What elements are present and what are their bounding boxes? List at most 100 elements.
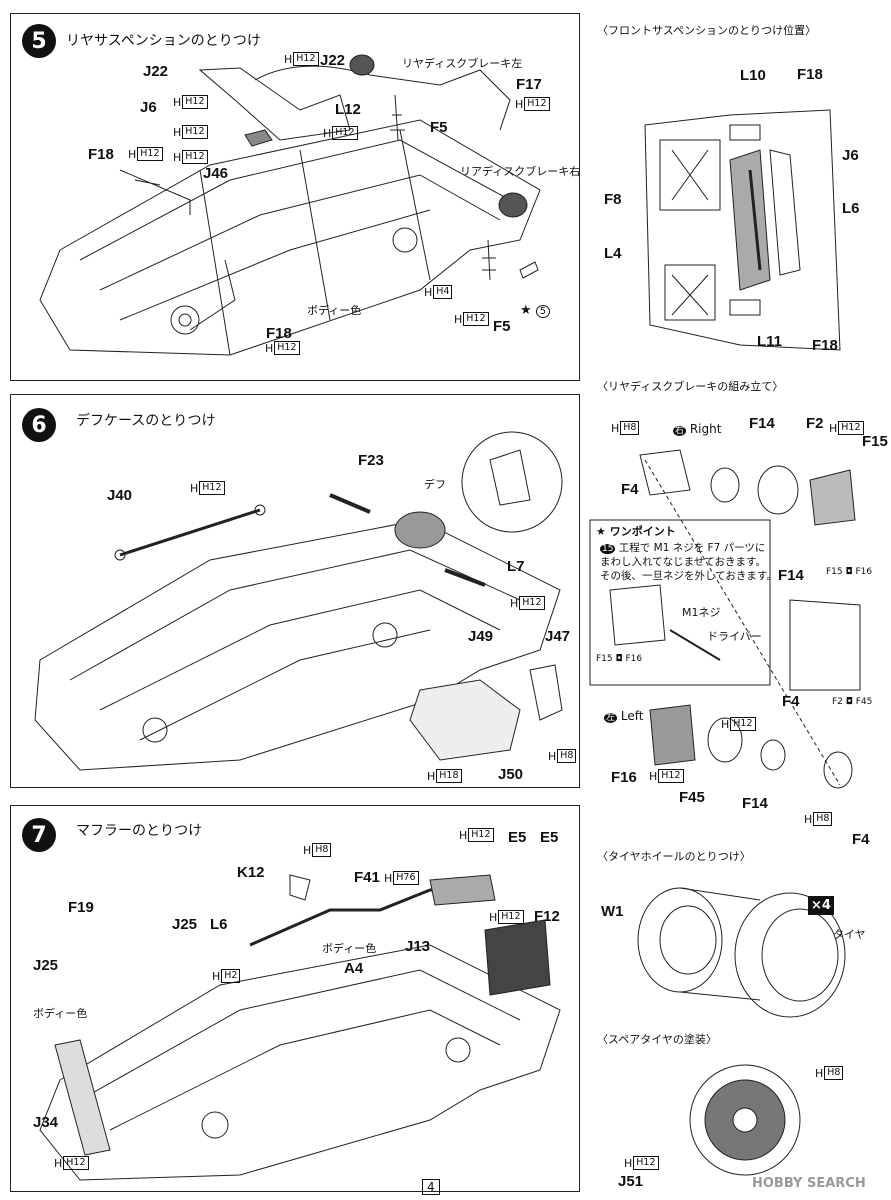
one-point-line3: その後、一旦ネジを外しておきます。 — [600, 570, 777, 582]
step-5-badge: 5 — [22, 24, 56, 58]
label-f19: F19 — [68, 899, 94, 916]
right-mark: 右 — [673, 426, 687, 436]
label-f5-a: F5 — [430, 119, 448, 136]
note-rear-disc-right: リアディスクブレーキ右 — [460, 165, 581, 178]
step-6-badge: 6 — [22, 408, 56, 442]
step-5-title: リヤサスペンションのとりつけ — [66, 33, 261, 49]
one-point-text: ワンポイント — [609, 525, 676, 538]
star-circled5: ★ 5 — [520, 303, 551, 318]
label-f2-d: F2 — [806, 415, 824, 432]
label-f45-d: F45 — [679, 789, 705, 806]
label-l10: L10 — [740, 67, 766, 84]
label-e5-a: E5 — [508, 829, 527, 846]
section-front-susp: 〈フロントサスペンションのとりつけ位置〉 — [597, 24, 817, 37]
label-k12: K12 — [237, 864, 265, 881]
label-j22-b: J22 — [320, 52, 346, 69]
label-f4-d2: F4 — [782, 693, 800, 710]
step-7-title: マフラーのとりつけ — [76, 823, 203, 839]
label-a4: A4 — [344, 960, 364, 977]
mini-f15-a: F15 — [596, 654, 613, 664]
section-tire-wheel: 〈タイヤホイールのとりつけ〉 — [597, 850, 751, 863]
circled5-text: 5 — [535, 305, 551, 318]
label-l12: L12 — [335, 101, 361, 118]
label-f18-f1: F18 — [797, 66, 823, 83]
label-l6-f: L6 — [842, 200, 860, 217]
label-j6: J6 — [140, 99, 157, 116]
note-driver: ドライバー — [707, 630, 762, 643]
left-text: Left — [620, 709, 644, 723]
mini-f16-b: F16 — [855, 567, 873, 577]
label-f41: F41 — [354, 869, 380, 886]
note-tire: タイヤ — [833, 928, 866, 941]
label-j25-b: J25 — [33, 957, 59, 974]
label-j47: J47 — [545, 628, 571, 645]
note-diff: デフ — [424, 478, 446, 491]
section-spare-tire: 〈スペアタイヤの塗装〉 — [597, 1033, 717, 1046]
label-right: 右 Right — [673, 422, 721, 436]
label-f17: F17 — [516, 76, 542, 93]
label-j25-a: J25 — [172, 916, 198, 933]
mini-f2-f45: F2 ◘ F45 — [832, 697, 873, 707]
label-f16-d: F16 — [611, 769, 637, 786]
label-l4: L4 — [604, 245, 622, 262]
label-j51: J51 — [618, 1173, 644, 1190]
step-7-badge: 7 — [22, 818, 56, 852]
one-point-line1: 15 工程で M1 ネジを F7 パーツに — [600, 540, 765, 555]
one-point-line1-text: 工程で M1 ネジを F7 パーツに — [618, 542, 766, 554]
times4-badge: ×4 — [808, 896, 834, 915]
one-point-title: ★ ワンポイント — [596, 525, 676, 538]
label-j46: J46 — [203, 165, 229, 182]
label-l6-7: L6 — [210, 916, 228, 933]
wheel-drawings — [637, 887, 846, 1176]
mini-f15-f16-a: F15 ◘ F16 — [596, 654, 643, 664]
label-left: 左 Left — [604, 709, 643, 723]
watermark: HOBBY SEARCH — [752, 1176, 866, 1191]
mini-f45: F45 — [855, 697, 873, 707]
label-l7: L7 — [507, 558, 525, 575]
label-f15-d: F15 — [862, 433, 888, 450]
mini-f15-b: F15 — [826, 567, 843, 577]
one-point-box — [589, 519, 771, 686]
label-j49: J49 — [468, 628, 494, 645]
label-f18-f2: F18 — [812, 337, 838, 354]
label-e5-b: E5 — [540, 829, 559, 846]
label-j34: J34 — [33, 1114, 59, 1131]
label-j50: J50 — [498, 766, 524, 783]
section-rear-disc: 〈リヤディスクブレーキの組み立て〉 — [597, 380, 784, 393]
label-j22-a: J22 — [143, 63, 169, 80]
note-body-color-5: ボディー色 — [307, 304, 362, 317]
left-mark: 左 — [604, 713, 618, 723]
rear-disc-drawing — [609, 449, 861, 789]
label-j40: J40 — [107, 487, 133, 504]
label-j6-f: J6 — [842, 147, 859, 164]
front-suspension-drawing — [644, 109, 841, 351]
label-f23: F23 — [358, 452, 384, 469]
step7-chassis-drawing — [39, 874, 561, 1181]
one-point-line2: まわし入れてなじませておきます。 — [600, 556, 767, 568]
page-number: 4 — [422, 1179, 440, 1195]
label-f14-d1: F14 — [749, 415, 775, 432]
mini-f2: F2 — [832, 697, 843, 707]
label-f4-d1: F4 — [621, 481, 639, 498]
